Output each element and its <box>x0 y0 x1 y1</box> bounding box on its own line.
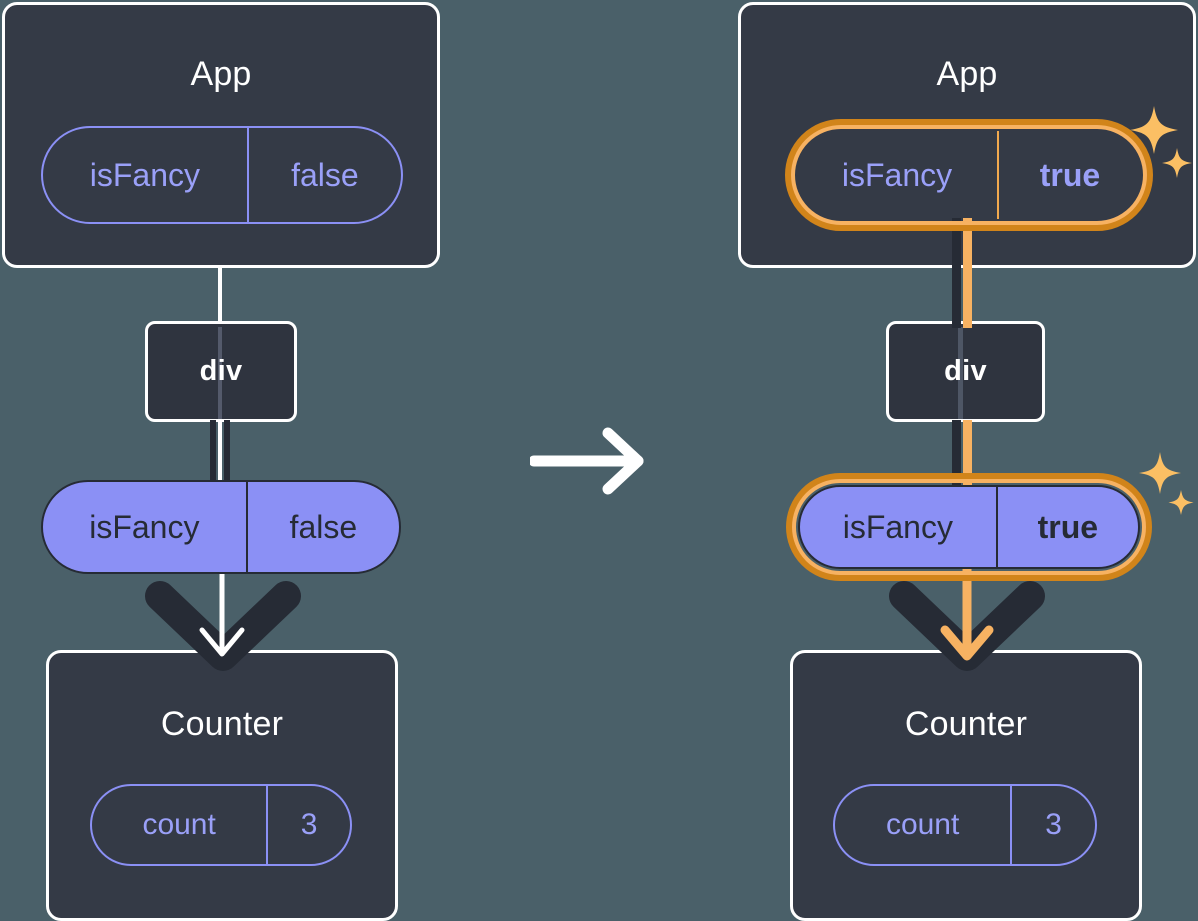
prop-pill-name-left: isFancy <box>89 508 200 545</box>
counter-state-pill-value-left: 3 <box>266 786 350 864</box>
sparkle-small-icon <box>1168 490 1194 515</box>
div-inner-marker-left <box>218 327 222 419</box>
counter-state-pill-value-right: 3 <box>1010 786 1095 864</box>
connector-app-to-div-left <box>218 268 222 322</box>
app-state-pill-highlight-ring-right <box>785 119 1153 231</box>
app-state-pill-left: isFancy false <box>41 126 403 224</box>
app-state-pill-name-right: isFancy <box>841 156 953 193</box>
div-node-label-left: div <box>199 355 243 387</box>
div-node-label-right: div <box>944 355 987 387</box>
sparkle-small-icon <box>1162 148 1192 178</box>
div-inner-marker-right <box>958 327 963 419</box>
counter-title-left: Counter <box>160 705 284 743</box>
app-title-left: App <box>190 55 252 93</box>
app-state-pill-right: isFancy true <box>797 131 1141 219</box>
connector-div-to-pill-left-white <box>218 420 222 485</box>
prop-pill-left: isFancy false <box>41 480 401 574</box>
connector-app-to-div-right-dark <box>952 218 961 328</box>
prop-pill-value-right: true <box>995 487 1138 567</box>
prop-pill-highlight-ring-right <box>786 473 1152 581</box>
connector-div-to-pill-left <box>210 420 216 485</box>
prop-pill-right: isFancy true <box>798 485 1140 569</box>
app-state-pill-value-right: true <box>997 131 1141 219</box>
counter-state-pill-right: count 3 <box>833 784 1097 866</box>
sparkle-icon <box>1139 452 1181 494</box>
connector-div-to-pill-right-orange <box>963 420 972 490</box>
flow-arrow-white-left <box>199 566 245 657</box>
prop-pill-name-right: isFancy <box>842 508 953 545</box>
connector-app-to-div-right-orange <box>963 218 972 328</box>
counter-title-right: Counter <box>904 705 1028 743</box>
app-state-pill-value-left: false <box>246 128 401 222</box>
counter-state-pill-name-right: count <box>885 808 960 841</box>
div-node-right: div <box>886 321 1045 422</box>
app-state-pill-name-left: isFancy <box>89 156 200 193</box>
counter-component-box-right: Counter <box>790 650 1142 921</box>
sparkle-group-app-right <box>1130 106 1192 178</box>
sparkle-group-prop-right <box>1139 452 1194 515</box>
counter-state-pill-name-left: count <box>142 808 216 841</box>
counter-state-pill-left: count 3 <box>90 784 352 866</box>
connector-div-to-pill-left-2 <box>224 420 230 485</box>
sparkle-icon <box>1130 106 1178 154</box>
app-title-right: App <box>936 55 998 93</box>
transition-arrow-right-icon <box>530 427 644 495</box>
prop-pill-value-left: false <box>245 482 399 572</box>
connector-div-to-pill-right-dark <box>952 420 961 490</box>
